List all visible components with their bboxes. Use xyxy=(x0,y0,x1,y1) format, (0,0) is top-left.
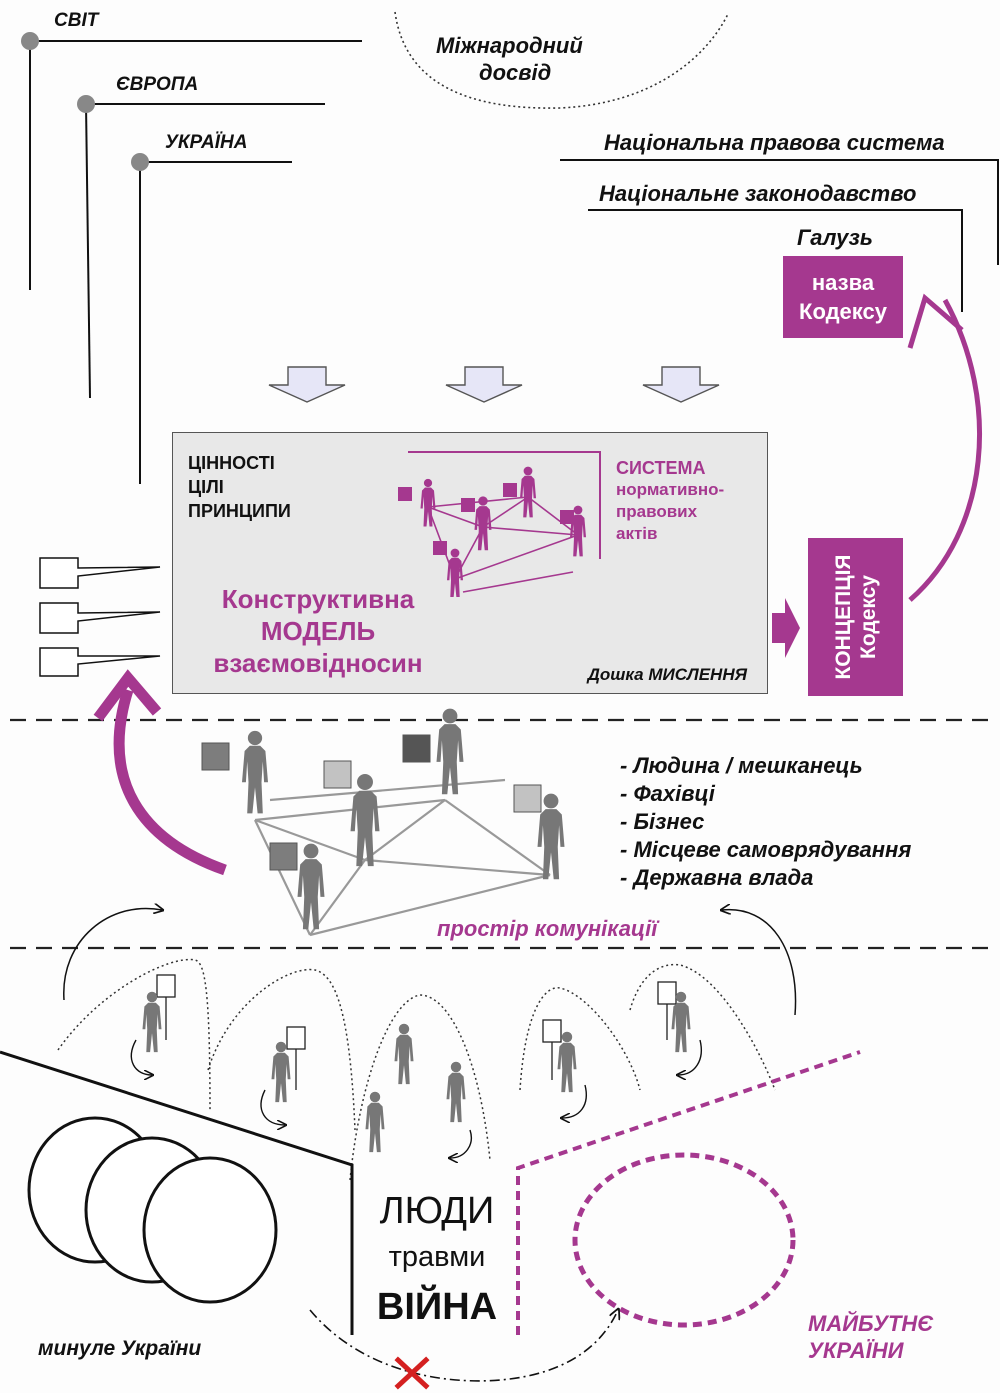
model-line2: МОДЕЛЬ xyxy=(260,616,376,646)
future-line2: УКРАЇНИ xyxy=(808,1338,904,1363)
branch-label: Галузь xyxy=(797,225,873,250)
code-name-line2: Кодексу xyxy=(799,299,887,324)
world-label: СВІТ xyxy=(54,10,99,31)
separators xyxy=(10,718,990,950)
traumas-label: травми xyxy=(388,1241,486,1273)
national-legal-system-label: Національна правова система xyxy=(604,130,945,155)
cross-icon xyxy=(394,1356,430,1390)
sign-posts xyxy=(156,974,677,1090)
thinking-board-label: Дошка МИСЛЕННЯ xyxy=(587,665,747,684)
values-list: ЦІННОСТІ ЦІЛІ ПРИНЦИПИ xyxy=(188,451,291,523)
concept-text: КОНЦЕПЦІЯ Кодексу xyxy=(831,554,881,679)
board-to-concept-arrow xyxy=(772,598,800,658)
actor-item: - Місцеве самоврядування xyxy=(620,837,912,862)
actor-item: - Людина / мешканець xyxy=(620,753,863,778)
people-label: ЛЮДИ xyxy=(379,1190,495,1232)
ukraine-label: УКРАЇНА xyxy=(165,132,248,153)
actor-item: - Фахівці xyxy=(620,781,715,806)
group-arcs xyxy=(57,958,776,1181)
system-line2: нормативно- xyxy=(616,480,725,499)
international-experience-line1: Міжнародний xyxy=(436,33,583,58)
actor-item: - Державна влада xyxy=(620,865,814,890)
concept-to-code-arrow xyxy=(908,298,983,602)
actor-item: - Бізнес xyxy=(620,809,705,834)
input-arrows xyxy=(268,366,720,403)
past-label: минуле України xyxy=(38,1337,202,1360)
model-line1: Конструктивна xyxy=(221,584,415,614)
hierarchy-lines xyxy=(29,40,362,484)
past-circles xyxy=(27,1116,278,1304)
past-wedge xyxy=(0,1050,354,1335)
goals-item: ЦІЛІ xyxy=(188,477,224,497)
national-legislation-label: Національне законодавство xyxy=(599,181,917,206)
feedback-arrows xyxy=(63,908,797,1016)
system-line1: СИСТЕМА xyxy=(616,458,706,478)
future-line1: МАЙБУТНЄ xyxy=(808,1311,934,1336)
future-wedge xyxy=(516,1050,861,1335)
hierarchy-nodes xyxy=(21,32,149,171)
communication-squares xyxy=(201,734,542,871)
system-line3: правових xyxy=(616,502,698,521)
war-label: ВІЙНА xyxy=(376,1286,498,1328)
thinking-board: ЦІННОСТІ ЦІЛІ ПРИНЦИПИ СИСТЕМА нормативн… xyxy=(172,432,768,694)
actor-list: - Людина / мешканець - Фахівці - Бізнес … xyxy=(620,752,911,892)
principles-item: ПРИНЦИПИ xyxy=(188,501,291,521)
constructive-model-title: Конструктивна МОДЕЛЬ взаємовідносин xyxy=(173,583,463,679)
communication-to-model-arrow xyxy=(113,688,227,876)
concept-box: КОНЦЕПЦІЯ Кодексу xyxy=(808,538,903,696)
code-name-box: назва Кодексу xyxy=(783,256,903,338)
future-circle xyxy=(572,1152,796,1328)
future-label: МАЙБУТНЄ УКРАЇНИ xyxy=(808,1310,933,1364)
europe-label: ЄВРОПА xyxy=(116,74,199,95)
concept-line2: Кодексу xyxy=(856,575,880,659)
group-figures xyxy=(142,991,691,1153)
code-name-line1: назва xyxy=(811,270,875,295)
legal-acts-system-label: СИСТЕМА нормативно- правових актів xyxy=(616,457,724,545)
communication-space-label: простір комунікації xyxy=(437,916,658,941)
concept-line1: КОНЦЕПЦІЯ xyxy=(831,554,855,680)
legal-acts-network xyxy=(398,451,601,597)
international-experience-line2: досвід xyxy=(479,60,552,85)
communication-network xyxy=(254,778,551,937)
system-line4: актів xyxy=(616,524,658,543)
past-to-future-path xyxy=(309,1310,618,1382)
group-loop-arrows xyxy=(130,1039,702,1158)
values-item: ЦІННОСТІ xyxy=(188,453,275,473)
national-lines xyxy=(560,159,999,312)
model-line3: взаємовідносин xyxy=(213,648,423,678)
flag-signs xyxy=(39,557,161,677)
international-arc xyxy=(394,11,729,109)
